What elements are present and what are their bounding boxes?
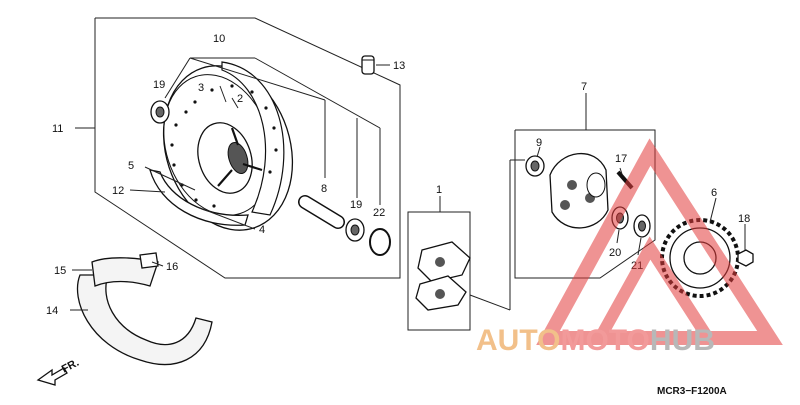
watermark-text: AUTOMOTOHUB	[476, 324, 715, 357]
callout-13: 13	[393, 60, 405, 72]
callout-2: 2	[237, 93, 243, 105]
watermark-logo-icon	[536, 138, 783, 345]
callout-10: 10	[213, 33, 225, 45]
o-ring	[369, 228, 391, 256]
callout-16: 16	[166, 261, 178, 273]
callout-7: 7	[581, 81, 587, 93]
callout-14: 14	[46, 305, 58, 317]
oil-seal	[633, 214, 651, 238]
rear-wheel	[162, 61, 294, 231]
lower-guard	[149, 169, 249, 226]
callout-19-left: 19	[153, 79, 165, 91]
callout-4: 4	[259, 224, 265, 236]
damper-box	[407, 211, 471, 331]
callout-22: 22	[373, 207, 385, 219]
callout-6: 6	[711, 187, 717, 199]
hugger-clip	[139, 252, 159, 269]
callout-3: 3	[198, 82, 204, 94]
sprocket-nut	[737, 249, 754, 267]
callout-17: 17	[615, 153, 627, 165]
valve-cap	[361, 55, 375, 75]
callout-5: 5	[128, 160, 134, 172]
callout-19-right: 19	[350, 199, 362, 211]
diagram-code: MCR3−F1200A	[657, 386, 727, 397]
callout-20: 20	[609, 247, 621, 259]
callout-9: 9	[536, 137, 542, 149]
callout-1: 1	[436, 184, 442, 196]
watermark-hub: HUB	[650, 324, 715, 357]
callout-12: 12	[112, 185, 124, 197]
front-arrow-icon	[36, 367, 68, 386]
flange-collar	[525, 155, 545, 177]
axle-collar	[298, 195, 345, 229]
driven-flange	[549, 153, 609, 229]
flange-assembly-box	[514, 129, 656, 279]
watermark-moto: MOTO	[560, 324, 649, 357]
damper-rubbers	[415, 241, 471, 311]
wheel-assembly-box	[94, 17, 401, 279]
front-marker: FR.	[60, 357, 81, 376]
watermark-auto: AUTO	[476, 324, 560, 357]
bearing-right	[345, 218, 365, 242]
leader-lines	[70, 57, 746, 311]
callout-11: 11	[52, 123, 63, 135]
svg-text:AUTOMOTOHUB: AUTOMOTOHUB	[476, 324, 715, 357]
bearing-left	[150, 100, 170, 124]
callout-15: 15	[54, 265, 66, 277]
rear-hugger	[76, 274, 213, 366]
callout-8: 8	[321, 183, 327, 195]
callout-18: 18	[738, 213, 750, 225]
